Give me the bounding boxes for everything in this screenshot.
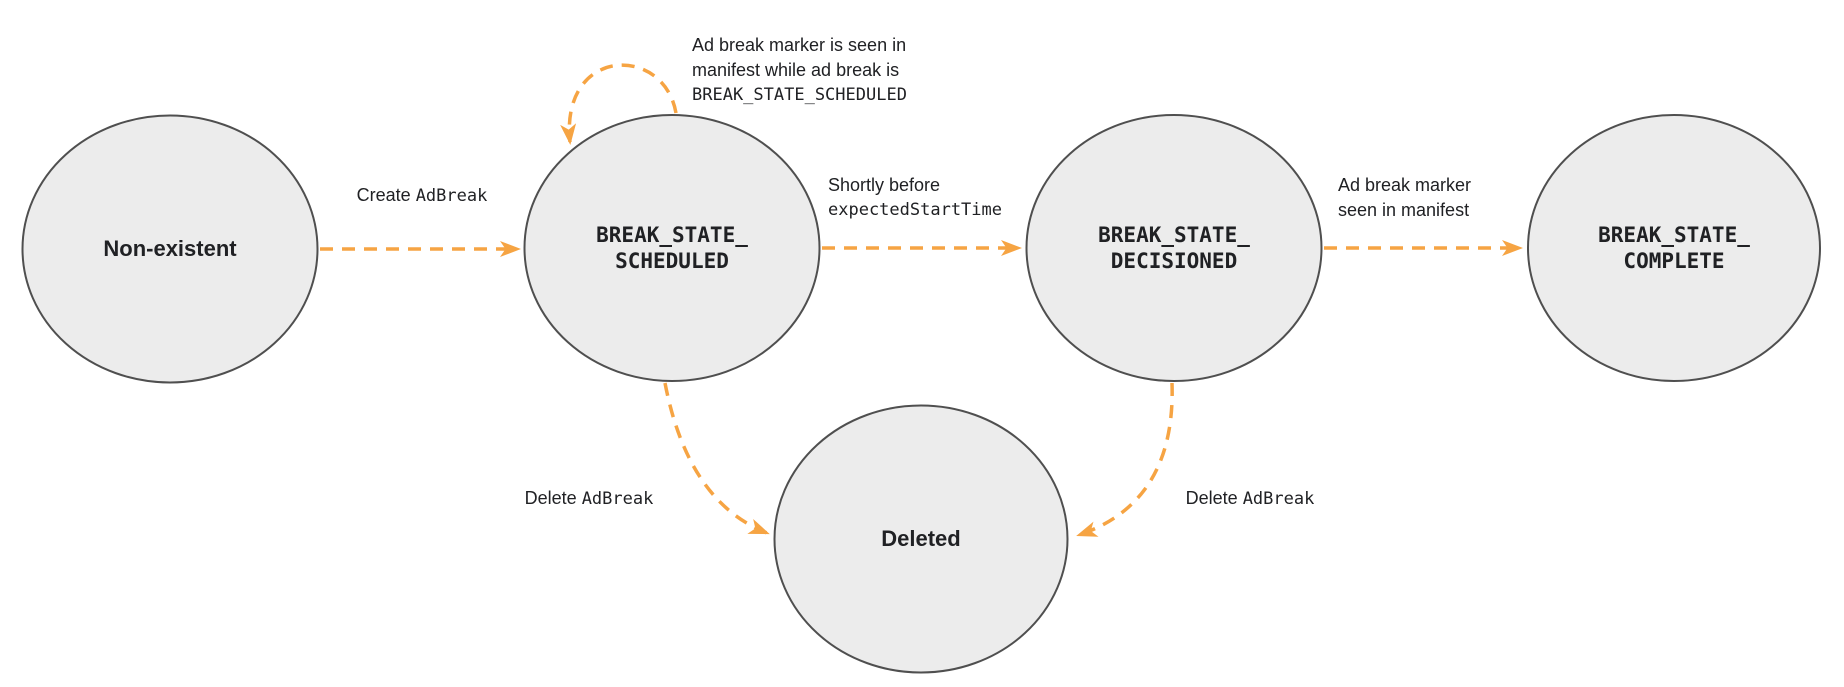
state-ellipse-non-existent: [21, 114, 319, 384]
state-label-break-state-decisioned: BREAK_STATE_ DECISIONED: [1098, 222, 1250, 274]
transition-label-text: Delete: [1185, 488, 1243, 508]
state-ellipse-break-state-complete: [1527, 114, 1821, 382]
transition-label-line: Shortly before: [828, 175, 941, 195]
state-label-line: SCHEDULED: [615, 249, 729, 273]
transition-label-text: Delete: [524, 488, 582, 508]
transition-label-delete-right: Delete AdBreak: [1186, 486, 1315, 512]
state-label-line: BREAK_STATE_: [1098, 223, 1250, 247]
state-label-non-existent: Non-existent: [103, 236, 237, 261]
transition-label-line: Ad break marker is seen in: [692, 35, 907, 55]
state-label-deleted: Deleted: [881, 526, 961, 551]
transition-label-line: Ad break marker: [1338, 175, 1472, 195]
state-ellipse-deleted: [773, 404, 1069, 674]
transition-label-self-loop: Ad break marker is seen in manifest whil…: [692, 33, 907, 108]
state-label-line: COMPLETE: [1623, 249, 1725, 273]
transition-label-delete-left: Delete AdBreak: [525, 486, 654, 512]
state-label-line: BREAK_STATE_: [1598, 223, 1750, 247]
state-ellipse-break-state-decisioned: [1025, 114, 1323, 382]
transition-label-line: manifest while ad break is: [692, 60, 900, 80]
state-label-line: BREAK_STATE_: [596, 223, 748, 247]
transition-label-create-adbreak: Create AdBreak: [357, 183, 488, 209]
transition-arrow-delete-from-scheduled: [663, 382, 770, 535]
transition-label-text: Create: [356, 185, 416, 205]
transition-label-code: expectedStartTime: [828, 200, 1002, 220]
transition-label-shortly-before: Shortly before expectedStartTime: [828, 173, 1002, 223]
transition-label-line: seen in manifest: [1338, 200, 1470, 220]
state-label-break-state-complete: BREAK_STATE_ COMPLETE: [1598, 222, 1750, 274]
state-label-line: DECISIONED: [1110, 249, 1238, 273]
transition-label-code: AdBreak: [415, 186, 488, 206]
transition-arrow-delete-from-decisioned: [1076, 382, 1174, 537]
transition-label-code: AdBreak: [1242, 489, 1315, 509]
state-ellipse-break-state-scheduled: [523, 114, 821, 382]
transition-label-marker-seen: Ad break marker seen in manifest: [1338, 173, 1471, 223]
transition-label-code: AdBreak: [581, 489, 654, 509]
transition-label-code: BREAK_STATE_SCHEDULED: [692, 85, 907, 105]
transition-arrow-self-loop-scheduled: [560, 63, 678, 145]
state-label-break-state-scheduled: BREAK_STATE_ SCHEDULED: [596, 222, 748, 274]
